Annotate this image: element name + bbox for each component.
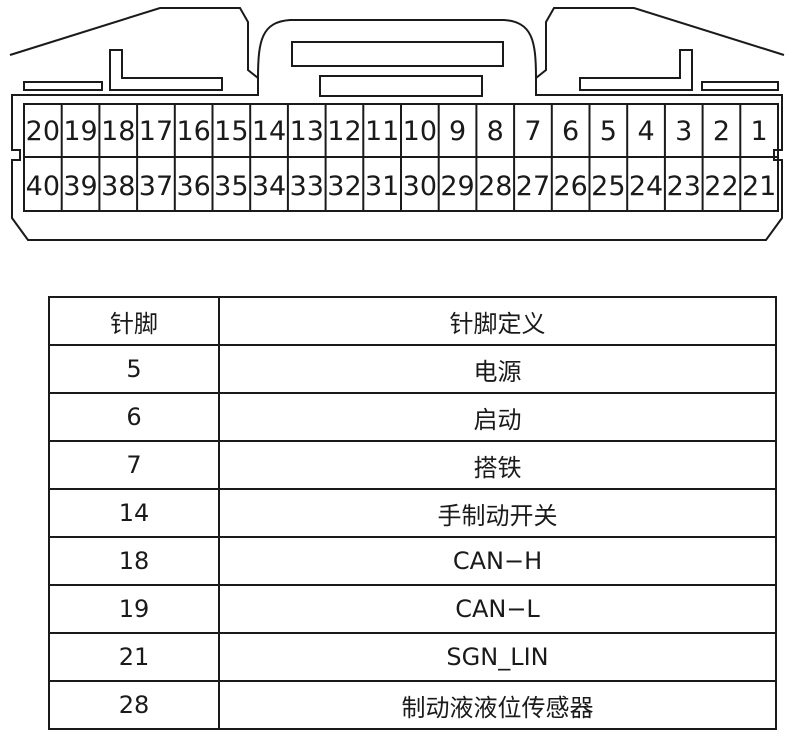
pin-label: 19 [63, 116, 97, 147]
pin-label: 12 [327, 116, 361, 147]
pin-label: 33 [290, 171, 324, 202]
pin-definition: 制动液液位传感器 [218, 680, 777, 730]
pin-number: 18 [48, 536, 220, 586]
table-row: 21 SGN_LIN [48, 632, 777, 682]
pin-label: 2 [713, 116, 730, 147]
pin-label: 38 [101, 171, 135, 202]
pin-label: 3 [675, 116, 692, 147]
pin-definition: SGN_LIN [218, 632, 777, 682]
pin-number: 28 [48, 680, 220, 730]
pin-label: 27 [516, 171, 550, 202]
table-row: 7 搭铁 [48, 440, 777, 490]
pin-label: 9 [449, 116, 466, 147]
left-guide-hook [109, 49, 223, 91]
left-guide-bar [23, 81, 103, 91]
pin-label: 36 [176, 171, 210, 202]
header-pin: 针脚 [48, 296, 220, 346]
pin-label: 15 [214, 116, 248, 147]
table-row: 5 电源 [48, 344, 777, 394]
pin-label: 24 [629, 171, 663, 202]
pin-definition: 手制动开关 [218, 488, 777, 538]
pin-label: 1 [751, 116, 768, 147]
pin-label: 7 [524, 116, 541, 147]
pin-number: 14 [48, 488, 220, 538]
pin-label: 14 [252, 116, 286, 147]
pin-number: 19 [48, 584, 220, 634]
pin-label: 29 [440, 171, 474, 202]
pin-label: 22 [704, 171, 738, 202]
header-definition: 针脚定义 [218, 296, 777, 346]
pin-label: 34 [252, 171, 286, 202]
pin-label: 31 [365, 171, 399, 202]
pin-label: 28 [478, 171, 512, 202]
pin-label: 25 [591, 171, 625, 202]
pin-label: 26 [553, 171, 587, 202]
pin-definition: CAN−H [218, 536, 777, 586]
pin-label: 32 [327, 171, 361, 202]
pin-label: 16 [176, 116, 210, 147]
pin-label: 20 [26, 116, 60, 147]
pin-number: 7 [48, 440, 220, 490]
pin-label: 8 [487, 116, 504, 147]
pin-definition-table: 针脚 针脚定义 5 电源 6 启动 7 搭铁 14 手制动开关 18 CAN−H… [48, 296, 777, 730]
table-row: 19 CAN−L [48, 584, 777, 634]
pin-number: 21 [48, 632, 220, 682]
pin-label: 4 [637, 116, 654, 147]
pin-label: 17 [139, 116, 173, 147]
table-row: 14 手制动开关 [48, 488, 777, 538]
latch-slot-top [291, 41, 504, 67]
table-row: 18 CAN−H [48, 536, 777, 586]
table-row: 28 制动液液位传感器 [48, 680, 777, 730]
pin-label: 21 [742, 171, 776, 202]
table-header-row: 针脚 针脚定义 [48, 296, 777, 346]
pin-label: 35 [214, 171, 248, 202]
right-guide-bar [701, 81, 779, 91]
pin-definition: 启动 [218, 392, 777, 442]
pin-number: 5 [48, 344, 220, 394]
table-row: 6 启动 [48, 392, 777, 442]
pin-label: 13 [290, 116, 324, 147]
connector-housing [9, 7, 785, 241]
pin-label: 5 [600, 116, 617, 147]
latch-slot-bottom [319, 75, 483, 97]
pin-label: 18 [101, 116, 135, 147]
pin-label: 11 [365, 116, 399, 147]
pin-label: 39 [63, 171, 97, 202]
pin-number: 6 [48, 392, 220, 442]
pin-label: 40 [26, 171, 60, 202]
pin-label: 30 [403, 171, 437, 202]
connector-latch [257, 19, 537, 79]
pin-definition: 搭铁 [218, 440, 777, 490]
pin-label: 10 [403, 116, 437, 147]
pin-label: 37 [139, 171, 173, 202]
pin-definition: 电源 [218, 344, 777, 394]
pin-definition: CAN−L [218, 584, 777, 634]
right-guide-hook [579, 49, 693, 91]
pin-label: 6 [562, 116, 579, 147]
pin-label: 23 [667, 171, 701, 202]
